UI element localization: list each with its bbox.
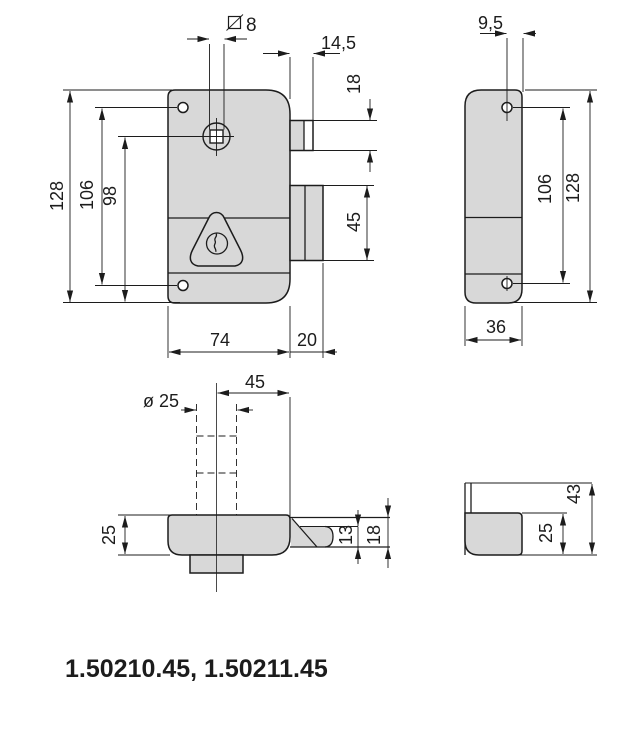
dim-label-spindle: 8 (246, 15, 257, 36)
keyhole (213, 233, 218, 252)
dim-label-latch-tip: 13 (336, 525, 356, 545)
dim-label-bolt-height: 45 (344, 212, 364, 232)
dim-label-latch-height: 18 (344, 74, 364, 94)
latch-front (289, 119, 314, 152)
dim-case-depth-right: 25 (536, 514, 567, 554)
lock-case-side (464, 89, 523, 304)
dim-latch-height: 18 (313, 74, 377, 172)
dim-latch-depth: 18 (364, 498, 392, 568)
dim-bolt-height: 45 (323, 185, 374, 261)
dim-label-depth-total: 43 (564, 484, 584, 504)
latch-plan (290, 516, 390, 548)
dim-label-latch-depth: 18 (364, 525, 384, 545)
dim-label-height-total-front: 128 (47, 181, 67, 211)
dim-label-bolt-protrusion: 20 (297, 330, 317, 350)
dim-label-cylinder-diameter: ø 25 (143, 391, 179, 411)
dim-label-backset: 45 (245, 372, 265, 392)
dim-label-body-width: 74 (210, 330, 230, 350)
square-section-symbol (226, 14, 244, 31)
dim-label-case-depth-right: 25 (536, 523, 556, 543)
side-view: 9,5 106 128 36 (464, 13, 597, 346)
dim-body-width: 74 (167, 306, 291, 358)
dim-label-hole-spacing-side: 106 (535, 174, 555, 204)
escutcheon (189, 211, 244, 267)
dim-body-depth: 25 (99, 514, 170, 556)
dim-cylinder-diameter: ø 25 (143, 391, 253, 414)
front-view: 8 14,5 18 45 1 (47, 14, 377, 358)
lock-case-plan (167, 514, 291, 556)
dim-depth-total: 43 (564, 484, 596, 554)
product-codes: 1.50210.45, 1.50211.45 (65, 655, 328, 683)
dim-hole-spacing-front: 106 (77, 107, 177, 286)
dim-backset: 45 (217, 372, 291, 517)
top-view: ø 25 45 25 13 18 (99, 372, 392, 592)
dim-label-side-width: 36 (486, 317, 506, 337)
dim-latch-protrusion: 14,5 (263, 33, 356, 120)
dim-label-latch-protrusion: 14,5 (321, 33, 356, 53)
dim-hole-to-edge: 9,5 (478, 13, 536, 121)
dim-side-width: 36 (464, 306, 523, 346)
dim-spindle-square: 8 (187, 14, 257, 130)
dim-label-hole-spacing-front: 106 (77, 180, 97, 210)
dim-height-total-side: 128 (510, 89, 597, 303)
dim-label-body-depth: 25 (99, 525, 119, 545)
spindle-hole (199, 118, 234, 156)
dim-label-hole-to-edge: 9,5 (478, 13, 503, 33)
screw-hole-bottom (177, 279, 189, 292)
side-plan-view: 25 43 (464, 482, 597, 556)
dim-hole-spacing-side: 106 (513, 107, 570, 284)
dim-label-spindle-to-bottom: 98 (100, 186, 120, 206)
dim-height-total-front: 128 (47, 89, 180, 303)
bolt-front (289, 184, 324, 262)
hidden-cylinder (196, 404, 237, 515)
cylinder-face (205, 232, 229, 255)
screw-hole-top (177, 101, 189, 114)
dim-bolt-protrusion: 20 (290, 263, 337, 358)
dim-latch-tip: 13 (336, 510, 362, 564)
dim-spindle-to-bottom: 98 (100, 136, 202, 302)
dim-label-height-total-side: 128 (563, 173, 583, 203)
lock-case-front (167, 89, 291, 304)
case-plan-side (464, 512, 523, 556)
